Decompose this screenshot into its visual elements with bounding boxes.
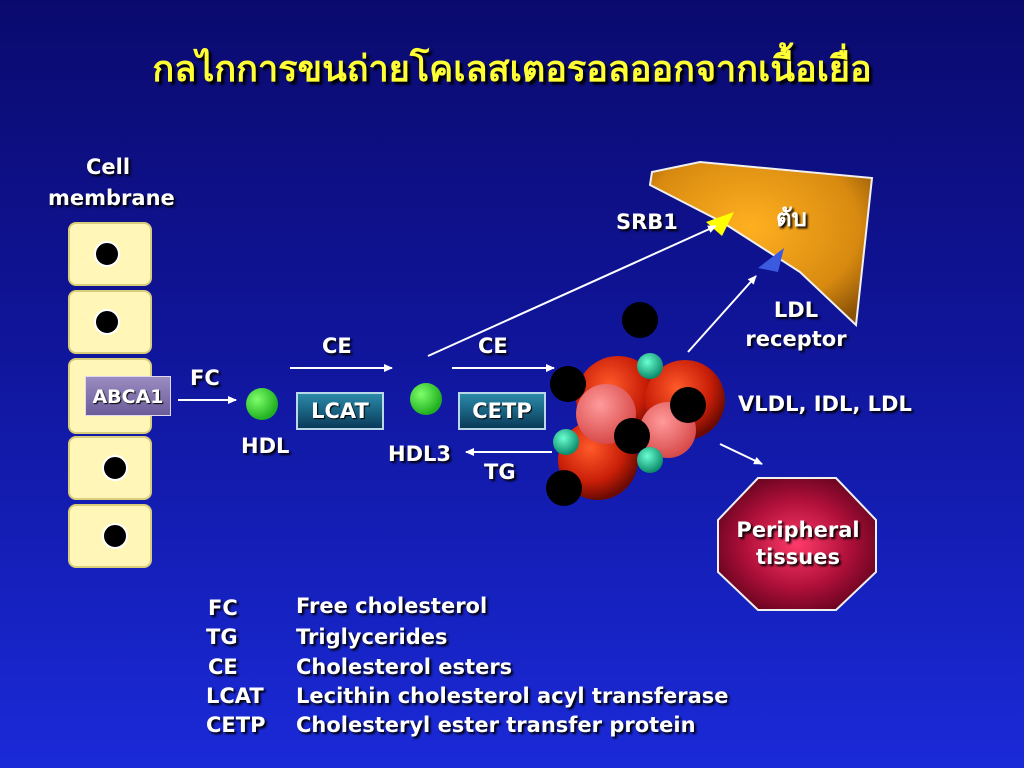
ldl-receptor-label: LDL receptor: [734, 296, 858, 354]
legend-abbr: TG: [206, 625, 238, 649]
lipoprotein-cluster: [546, 302, 725, 506]
srb1-marker: [706, 212, 734, 236]
cell: [68, 504, 152, 568]
srb1-label: SRB1: [616, 210, 678, 234]
lipoprotein-label: VLDL, IDL, LDL: [738, 392, 912, 416]
ldl-receptor-label-line1: LDL: [773, 298, 819, 322]
hdl3-particle: [410, 383, 442, 415]
apolipoprotein-dot: [614, 418, 650, 454]
phospholipid-dot: [637, 353, 663, 379]
phospholipid-dot: [637, 447, 663, 473]
apolipoprotein-dot: [622, 302, 658, 338]
peripheral-tissues-label-line1: Peripheral: [736, 518, 860, 542]
ldl-receptor-marker: [758, 248, 784, 272]
legend-full: Free cholesterol: [296, 594, 488, 618]
liver-shape: [648, 160, 874, 328]
cell-membrane-label-line1: Cell: [85, 155, 131, 179]
peripheral-tissues-label-line2: tissues: [756, 545, 840, 569]
slide-title: กลไกการขนถ่ายโคเลสเตอรอลออกจากเนื้อเยื่อ: [152, 49, 872, 90]
phospholipid-dot: [553, 429, 579, 455]
apolipoprotein-dot: [546, 470, 582, 506]
ldl-receptor-arrow: [687, 275, 757, 353]
legend-abbr: CE: [208, 655, 238, 679]
cell: [68, 436, 152, 500]
legend-full: Lecithin cholesterol acyl transferase: [296, 684, 729, 708]
cell-nucleus: [93, 309, 120, 335]
legend-abbr: FC: [208, 596, 238, 620]
cell-membrane-label-line2: membrane: [48, 186, 175, 210]
cetp-enzyme: CETP: [458, 392, 546, 430]
tg-label: TG: [484, 460, 516, 484]
fc-label: FC: [190, 366, 220, 390]
cell: [68, 290, 152, 354]
hdl-label: HDL: [241, 434, 290, 458]
cell: [68, 222, 152, 286]
peripheral-tissues-label: Peripheral tissues: [718, 517, 878, 571]
cell-nucleus: [101, 455, 128, 481]
cell-nucleus: [93, 241, 120, 267]
ce-label-1: CE: [322, 334, 352, 358]
apolipoprotein-dot: [670, 387, 706, 423]
cell-nucleus: [101, 523, 128, 549]
legend-full: Cholesterol esters: [296, 655, 513, 679]
legend-full: Triglycerides: [296, 625, 448, 649]
srb1-arrow: [427, 225, 717, 357]
liver-label: ตับ: [776, 204, 807, 232]
legend-abbr: CETP: [206, 713, 266, 737]
legend-full: Cholesteryl ester transfer protein: [296, 713, 696, 737]
apolipoprotein-dot: [550, 366, 586, 402]
ldl-receptor-label-line2: receptor: [745, 327, 847, 351]
lcat-enzyme: LCAT: [296, 392, 384, 430]
abca1-transporter: ABCA1: [85, 376, 171, 416]
peripheral-arrow: [719, 443, 763, 465]
legend-abbr: LCAT: [206, 684, 264, 708]
ce-label-2: CE: [478, 334, 508, 358]
hdl3-label: HDL3: [388, 442, 451, 466]
cell-membrane-label: Cell membrane: [48, 152, 175, 214]
hdl-particle: [246, 388, 278, 420]
peripheral-tissues-shape: [717, 477, 877, 611]
